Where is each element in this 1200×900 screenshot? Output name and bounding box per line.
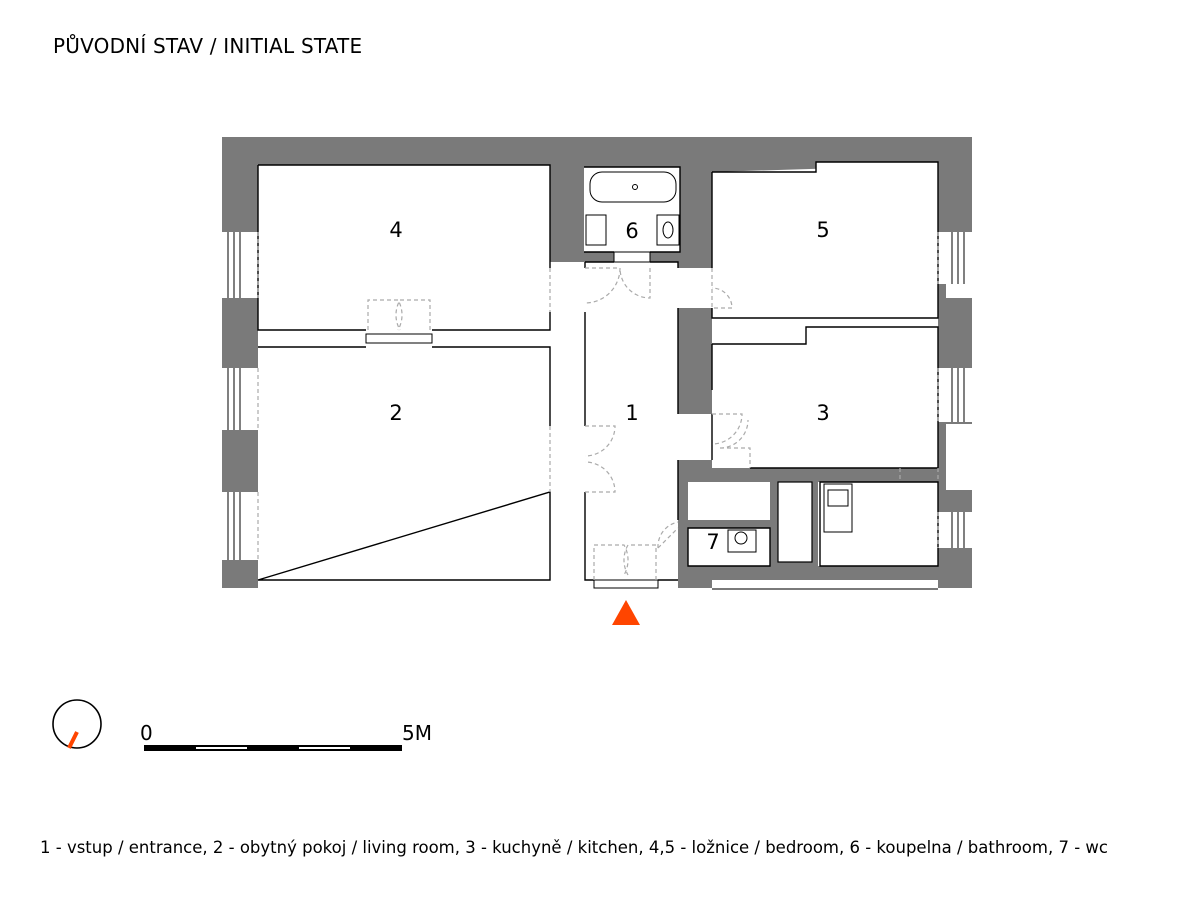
- room-5-label: 5: [816, 218, 829, 242]
- room-3-label: 3: [816, 401, 829, 425]
- north-arrow-icon: [52, 699, 102, 749]
- door-swings: [257, 232, 939, 580]
- windows: [227, 232, 965, 589]
- entrance-triangle-icon: [612, 600, 640, 625]
- room-2-label: 2: [389, 401, 402, 425]
- room-4-label: 4: [389, 218, 402, 242]
- walls: [222, 137, 972, 590]
- scale-end-label: 5M: [402, 721, 432, 745]
- room-6-label: 6: [625, 219, 638, 243]
- room-7-label: 7: [706, 530, 719, 554]
- page-title: PŮVODNÍ STAV / INITIAL STATE: [53, 34, 363, 58]
- washbasin-icon: [585, 214, 607, 246]
- scale-start-label: 0: [140, 721, 153, 745]
- room-outlines: [257, 161, 939, 581]
- room-1-label: 1: [625, 401, 638, 425]
- fixtures: [585, 171, 853, 553]
- scale-bar: 0 5M: [140, 721, 432, 751]
- room-legend: 1 - vstup / entrance, 2 - obytný pokoj /…: [40, 838, 1108, 857]
